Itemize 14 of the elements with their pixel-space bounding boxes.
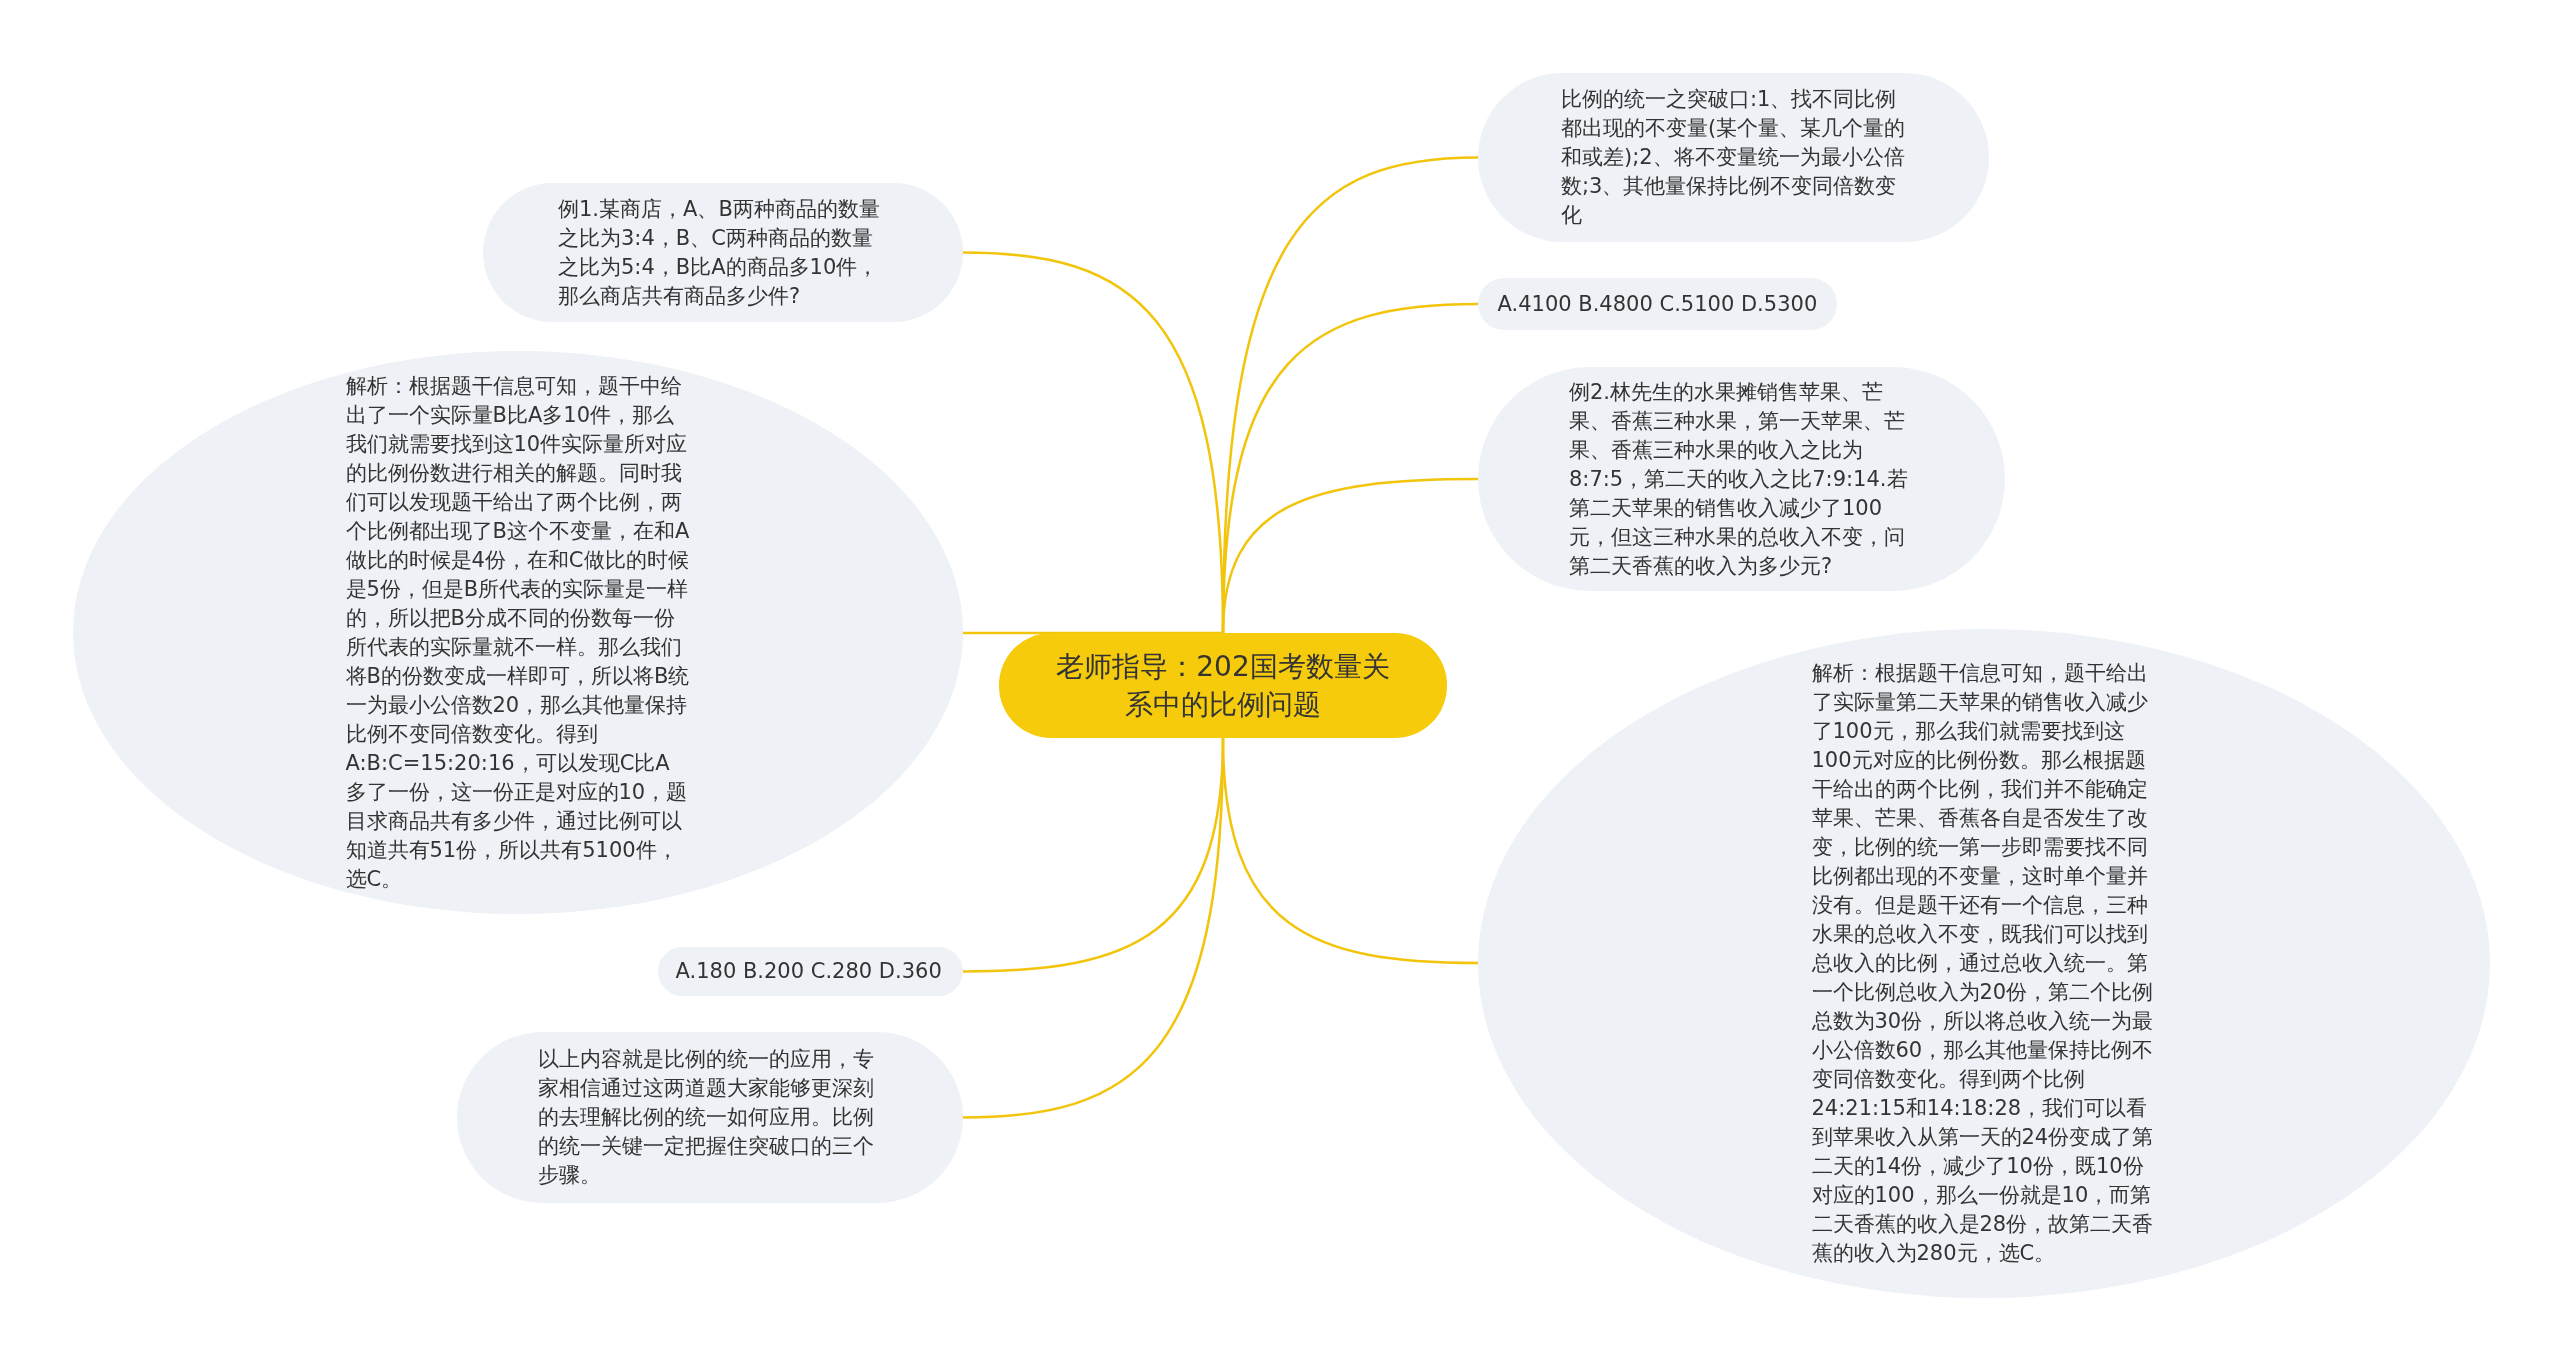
topic-text: 比例的统一之突破口:1、找不同比例都出现的不变量(某个量、某几个量的和或差);2、将不变量统一为最小公倍数;3、其他量保持比例不变同倍数变化 xyxy=(1561,86,1906,229)
topic-text: 例2.林先生的水果摊销售苹果、芒果、香蕉三种水果，第一天苹果、芒果、香蕉三种水果的收入之比为8:7:5，第二天的收入之比7:9:14.若第二天苹果的销售收入减少了100元，但这三种水果的总收入不变，问第二天香蕉的收入为多少元? xyxy=(1569,378,1909,580)
topic-text: 以上内容就是比例的统一的应用，专家相信通过这两道题大家能够更深刻的去理解比例的统一如何应用。比例的统一关键一定把握住突破口的三个步骤。 xyxy=(537,1046,875,1189)
connector-line xyxy=(963,631,1223,635)
topic-bubble xyxy=(1478,278,1837,330)
topic-text: 解析：根据题干信息可知，题干给出了实际量第二天苹果的销售收入减少了100元，那么我们就需要找到这100元对应的比例份数。那么根据题干给出的两个比例，我们并不能确定苹果、芒果、香蕉各自是否发生了改变，比例的统一第一步即需要找不同比例都出现的不变量，这时单个量并没有。但是题干还有一个信息，三种水果的总收入不变，既我们可以找到总收入的比例，通过总收入统一。第一个比例总收入为20份，第二个比例总数为30份，所以将总收入统一为最小公倍数60，那么其他量保持比例不变同倍数变化。得到两个比例24:21:15和14:18:28，我们可以看到苹果收入从第一天的24份变成了第二天的14份，减少了10份，既10份对应的100，那么一份就是10，而第二天香蕉的收入是28份，故第二天香蕉的收入为280元，选C。 xyxy=(1811,660,2155,1267)
topic-text: 解析：根据题干信息可知，题干中给出了一个实际量B比A多10件，那么我们就需要找到这10件实际量所对应的比例份数进行相关的解题。同时我们可以发现题干给出了两个比例，两个比例都出现了B这个不变量，在和A做比的时候是4份，在和C做比的时候是5份，但是B所代表的实际量是一样的，所以把B分成不同的份数每一份所代表的实际量就不一样。那么我们将B的份数变成一样即可，所以将B统一为最小公倍数20，那么其他量保持比例不变同倍数变化。得到A:B:C=15:20:16，可以发现C比A多了一份，这一份正是对应的10，题目求商品共有多少件，通过比例可以知道共有51份，所以共有5100件，选C。 xyxy=(345,372,691,893)
connector-line xyxy=(1221,477,1478,634)
topic-bubble xyxy=(658,947,963,996)
topic-text: A.180 B.200 C.280 D.360 xyxy=(675,958,943,985)
topic-text: 老师指导：202国考数量关系中的比例问题 xyxy=(1055,648,1391,723)
topic-text: 例1.某商店，A、B两种商品的数量之比为3:4，B、C两种商品的数量之比为5:4，B比A的商品多10件，那么商店共有商品多少件? xyxy=(558,195,881,310)
topic-text: A.4100 B.4800 C.5100 D.5300 xyxy=(1497,290,1818,318)
connector-line xyxy=(1221,737,1479,965)
